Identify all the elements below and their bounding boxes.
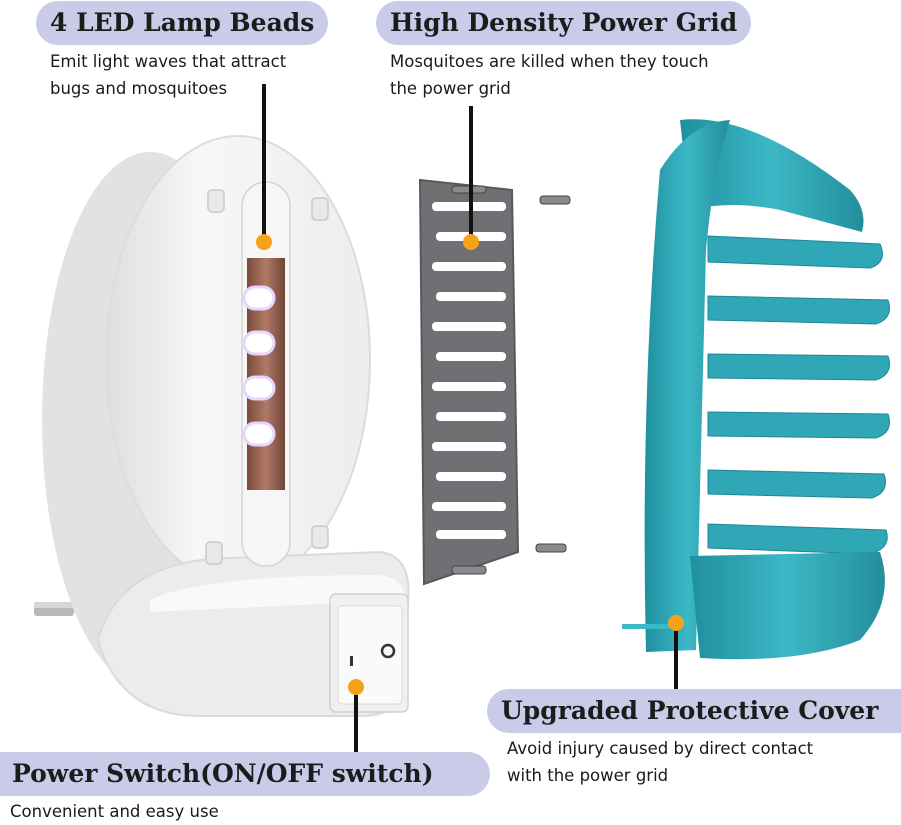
switch-off-mark: [350, 656, 353, 666]
power-switch: [329, 593, 409, 713]
bug-zapper-body: [34, 135, 410, 717]
grid-screws: [451, 185, 571, 575]
grid-dot: [463, 234, 479, 250]
cover-slats: [707, 235, 890, 555]
power-grid: [418, 178, 571, 586]
protective-cover: [622, 119, 890, 660]
protective-cover-desc-line2: with the power grid: [507, 766, 669, 785]
protective-cover-desc-line1: Avoid injury caused by direct contact: [507, 739, 814, 758]
lamp-dot: [256, 234, 272, 250]
power-grid-title: High Density Power Grid: [376, 1, 752, 45]
device-front-panel: [105, 135, 371, 585]
protective-cover-title: Upgraded Protective Cover: [487, 689, 901, 733]
callout-dots: [256, 234, 684, 695]
power-grid-desc-line2: the power grid: [390, 79, 511, 98]
power-switch-title: Power Switch(ON/OFF switch): [0, 752, 490, 796]
switch-dot: [348, 679, 364, 695]
lamp-beads-title: 4 LED Lamp Beads: [36, 1, 329, 45]
lamp-beads-desc-line2: bugs and mosquitoes: [50, 79, 228, 98]
lamp-beads-desc-line1: Emit light waves that attract: [50, 52, 287, 71]
cover-dot: [668, 615, 684, 631]
led-lamp-beads: [242, 285, 276, 447]
screw-posts: [205, 189, 329, 565]
power-grid-desc-line1: Mosquitoes are killed when they touch: [390, 52, 709, 71]
switch-on-mark: [380, 643, 396, 659]
grid-slots: [432, 202, 506, 539]
callout-leaders: [262, 84, 678, 754]
power-switch-desc: Convenient and easy use: [10, 802, 219, 821]
